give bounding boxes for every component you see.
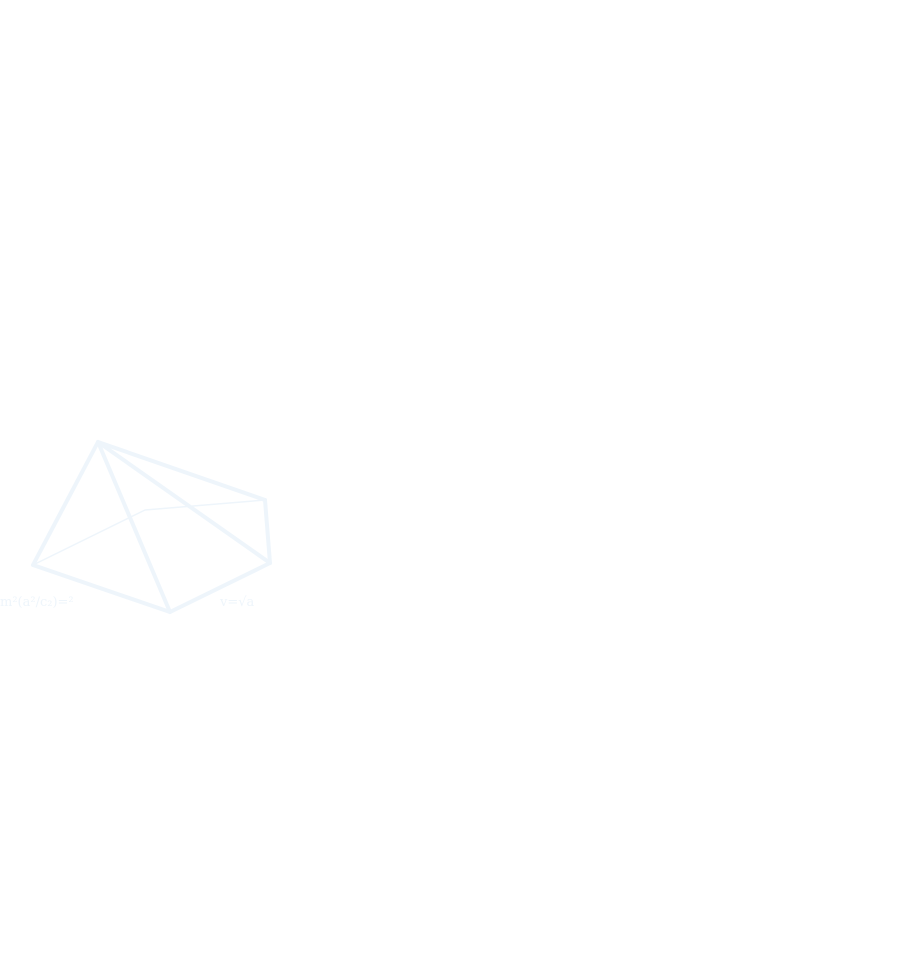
edge-apex-left bbox=[31, 440, 100, 567]
edge-apex-right bbox=[96, 440, 272, 565]
edge-base-front-right bbox=[168, 561, 272, 614]
right-formula-label: v=√a bbox=[220, 595, 255, 610]
edge-apex-back bbox=[96, 440, 267, 502]
edge-apex-front bbox=[96, 440, 172, 614]
edge-base-left-front bbox=[31, 563, 172, 614]
edge-base-right-back bbox=[263, 498, 272, 565]
left-formula-label: m²(a²/c₂)=² bbox=[0, 595, 74, 610]
edge-hidden-base bbox=[32, 499, 266, 566]
